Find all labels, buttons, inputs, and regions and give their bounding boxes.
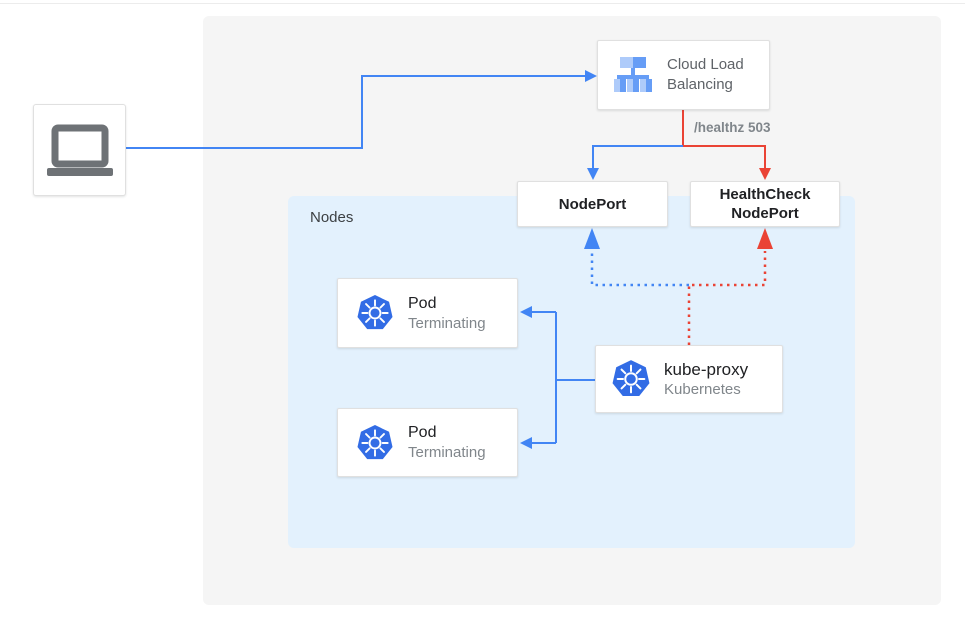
pod-status: Terminating [408,314,486,332]
cloud-load-balancing-card: Cloud Load Balancing [597,40,770,110]
healthz-503-label: /healthz 503 [694,120,771,135]
load-balancer-icon [611,55,655,95]
kubernetes-icon [356,424,394,462]
kube-proxy-card: kube-proxy Kubernetes [595,345,783,413]
pod-title: Pod [408,424,437,441]
cloud-load-balancing-label: Cloud Load Balancing [667,56,744,93]
connector-kubeproxy-to-pods [520,306,595,449]
healthcheck-nodeport-box: HealthCheck NodePort [690,181,840,227]
connector-loadbalancer-to-healthcheck-nodeport [682,110,771,180]
laptop-icon [46,124,113,176]
healthcheck-nodeport-label: HealthCheck NodePort [719,186,811,222]
kube-proxy-subtitle: Kubernetes [664,380,741,398]
kube-proxy-title: kube-proxy [664,359,749,379]
connector-loadbalancer-to-nodeport [587,145,683,180]
kubernetes-icon [611,359,651,399]
connector-kubeproxy-to-nodeport-dotted [584,228,689,287]
pod-card: Pod Terminating [337,278,518,348]
pod-card: Pod Terminating [337,408,518,477]
client-laptop-card [33,104,126,196]
top-divider [0,3,965,4]
connector-kubeproxy-to-healthcheck-nodeport-dotted [687,228,773,345]
nodeport-box: NodePort [517,181,668,227]
nodeport-label: NodePort [558,195,627,213]
nodes-label: Nodes [310,209,354,226]
connector-client-to-loadbalancer [126,70,597,149]
pod-status: Terminating [408,444,486,461]
kubernetes-icon [356,294,394,332]
pod-title: Pod [408,294,437,312]
